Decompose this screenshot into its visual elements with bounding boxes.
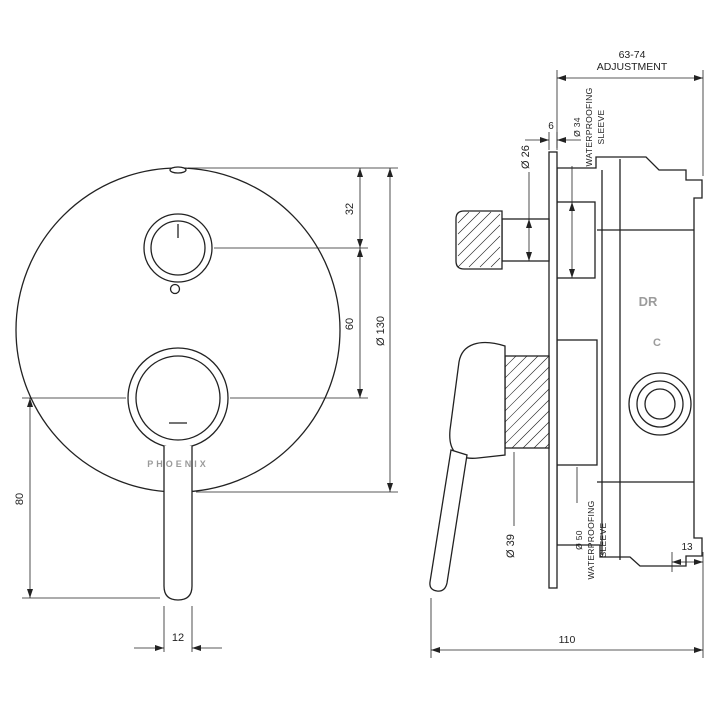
dim-110-label: 110 (559, 634, 576, 646)
outlet-port-outer (628, 372, 692, 436)
dim-13-label: 13 (681, 542, 693, 553)
dim-dia130-label: Ø 130 (375, 316, 387, 346)
dim-dia34-label: Ø 34 (572, 117, 582, 137)
knob-cap (455, 210, 503, 270)
top-slot-mark (169, 166, 187, 174)
side-view: DR C (429, 49, 704, 658)
brand-label: PHOENIX (147, 459, 209, 469)
mixer-handle-outer-circle (127, 347, 229, 449)
knob-stem (501, 218, 550, 262)
diverter-knob-outer-circle (143, 213, 213, 283)
cartridge-block (504, 355, 550, 449)
mixer-handle-inner-circle (135, 355, 221, 441)
upper-sleeve-word1: WATERPROOFING (584, 88, 594, 167)
dim-80-label: 80 (14, 493, 26, 505)
front-dimensions: 32 60 Ø 130 80 12 (14, 167, 398, 652)
mixer-lever (163, 446, 193, 601)
knob-cap-hatching (457, 211, 501, 268)
screw-detail (169, 283, 181, 295)
dim-12-label: 12 (172, 632, 184, 644)
lower-sleeve-word1: WATERPROOFING (586, 501, 596, 580)
cartridge-hatching (504, 355, 550, 449)
lower-sleeve-word2: SLEEVE (598, 523, 608, 558)
body-mark-dr: DR (639, 294, 658, 309)
front-view: PHOENIX 32 60 Ø 130 (14, 166, 398, 652)
side-dimensions: 63-74 ADJUSTMENT 6 Ø 26 Ø 34 WATERPROOFI… (430, 49, 704, 658)
dim-adjustment-value: 63-74 (619, 49, 646, 61)
dim-32-label: 32 (344, 203, 356, 215)
dim-adjustment-word: ADJUSTMENT (597, 61, 668, 73)
dim-dia50-label: Ø 50 (574, 530, 584, 550)
upper-sleeve-word2: SLEEVE (596, 110, 606, 145)
handle-lever-side (429, 449, 468, 592)
lower-sleeve-rect (556, 339, 598, 466)
wall-plate (548, 151, 558, 589)
outlet-port-mid (636, 380, 684, 428)
handle-hub (449, 341, 506, 459)
outlet-port-inner (644, 388, 676, 420)
dim-6-label: 6 (548, 121, 554, 132)
dim-dia26-label: Ø 26 (520, 145, 532, 169)
diverter-knob-inner-circle (150, 220, 206, 276)
dim-60-label: 60 (344, 318, 356, 330)
upper-sleeve-rect (556, 201, 596, 279)
body-mark-c: C (653, 337, 661, 349)
dim-dia39-label: Ø 39 (505, 534, 517, 558)
